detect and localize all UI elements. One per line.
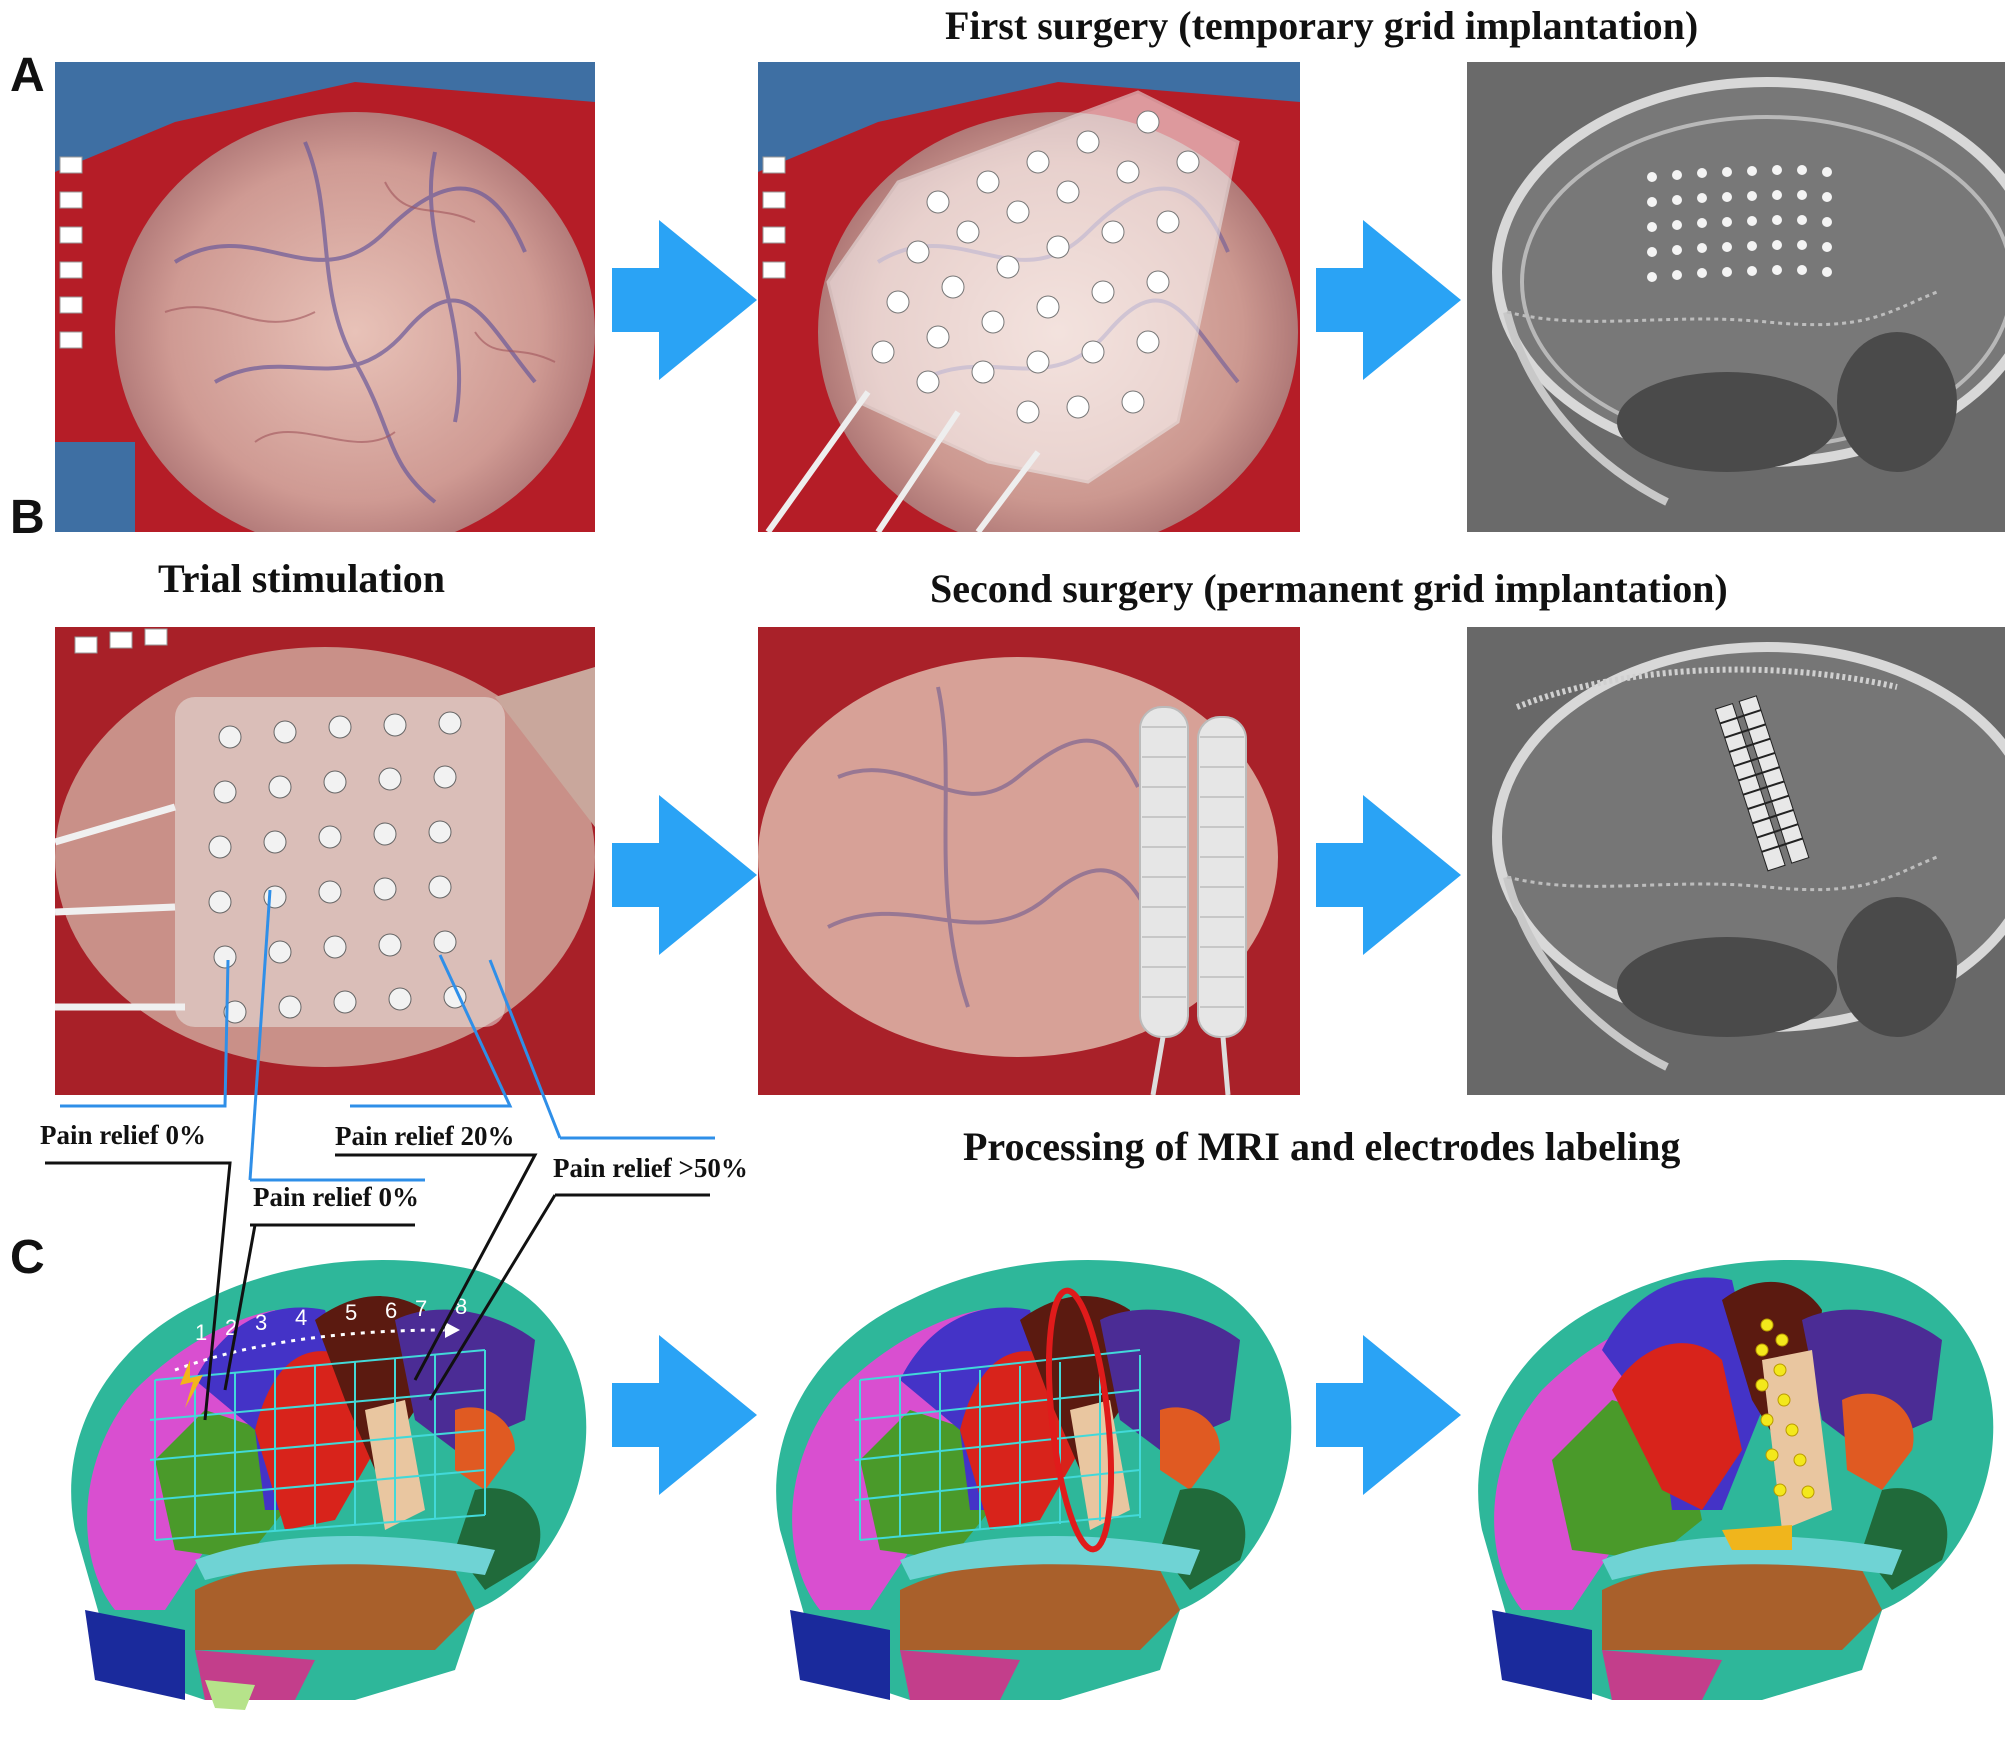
arrow-right-icon [1316,1335,1461,1495]
heading-second-surgery: Second surgery (permanent grid implantat… [930,566,1728,611]
panel-label-c: C [10,1231,45,1284]
grid-number-2: 2 [225,1315,237,1340]
brain-model-grid: 1 2 3 4 5 6 7 8 [55,1230,600,1720]
brain-model-grid-highlight [760,1230,1305,1720]
brain-model-electrodes [1462,1230,2007,1720]
grid-number-7: 7 [415,1296,427,1321]
panel-label-b: B [10,491,45,544]
arrow-right-icon [612,220,757,380]
arrow-right-icon [612,795,757,955]
label-pain-relief-20: Pain relief 20% [335,1121,515,1151]
xray-permanent-strips [1467,627,2005,1095]
photo-temporary-grid [758,62,1300,532]
grid-number-1: 1 [195,1320,207,1345]
photo-trial-stimulation [55,627,595,1095]
heading-trial-stimulation: Trial stimulation [158,556,446,601]
grid-number-4: 4 [295,1305,307,1330]
arrow-right-icon [612,1335,757,1495]
arrow-right-icon [1316,795,1461,955]
label-pain-relief-50: Pain relief >50% [553,1153,748,1183]
arrow-right-icon [1316,220,1461,380]
label-pain-relief-0-b: Pain relief 0% [253,1182,419,1212]
xray-temporary-grid [1467,62,2005,532]
heading-first-surgery: First surgery (temporary grid implantati… [945,3,1699,48]
grid-number-3: 3 [255,1310,267,1335]
grid-number-8: 8 [455,1294,467,1319]
label-pain-relief-0-a: Pain relief 0% [40,1120,206,1150]
heading-processing: Processing of MRI and electrodes labelin… [963,1124,1681,1169]
photo-exposed-brain [55,62,595,532]
grid-number-5: 5 [345,1300,357,1325]
photo-permanent-strips [758,627,1300,1095]
panel-label-a: A [10,49,45,102]
grid-number-6: 6 [385,1298,397,1323]
